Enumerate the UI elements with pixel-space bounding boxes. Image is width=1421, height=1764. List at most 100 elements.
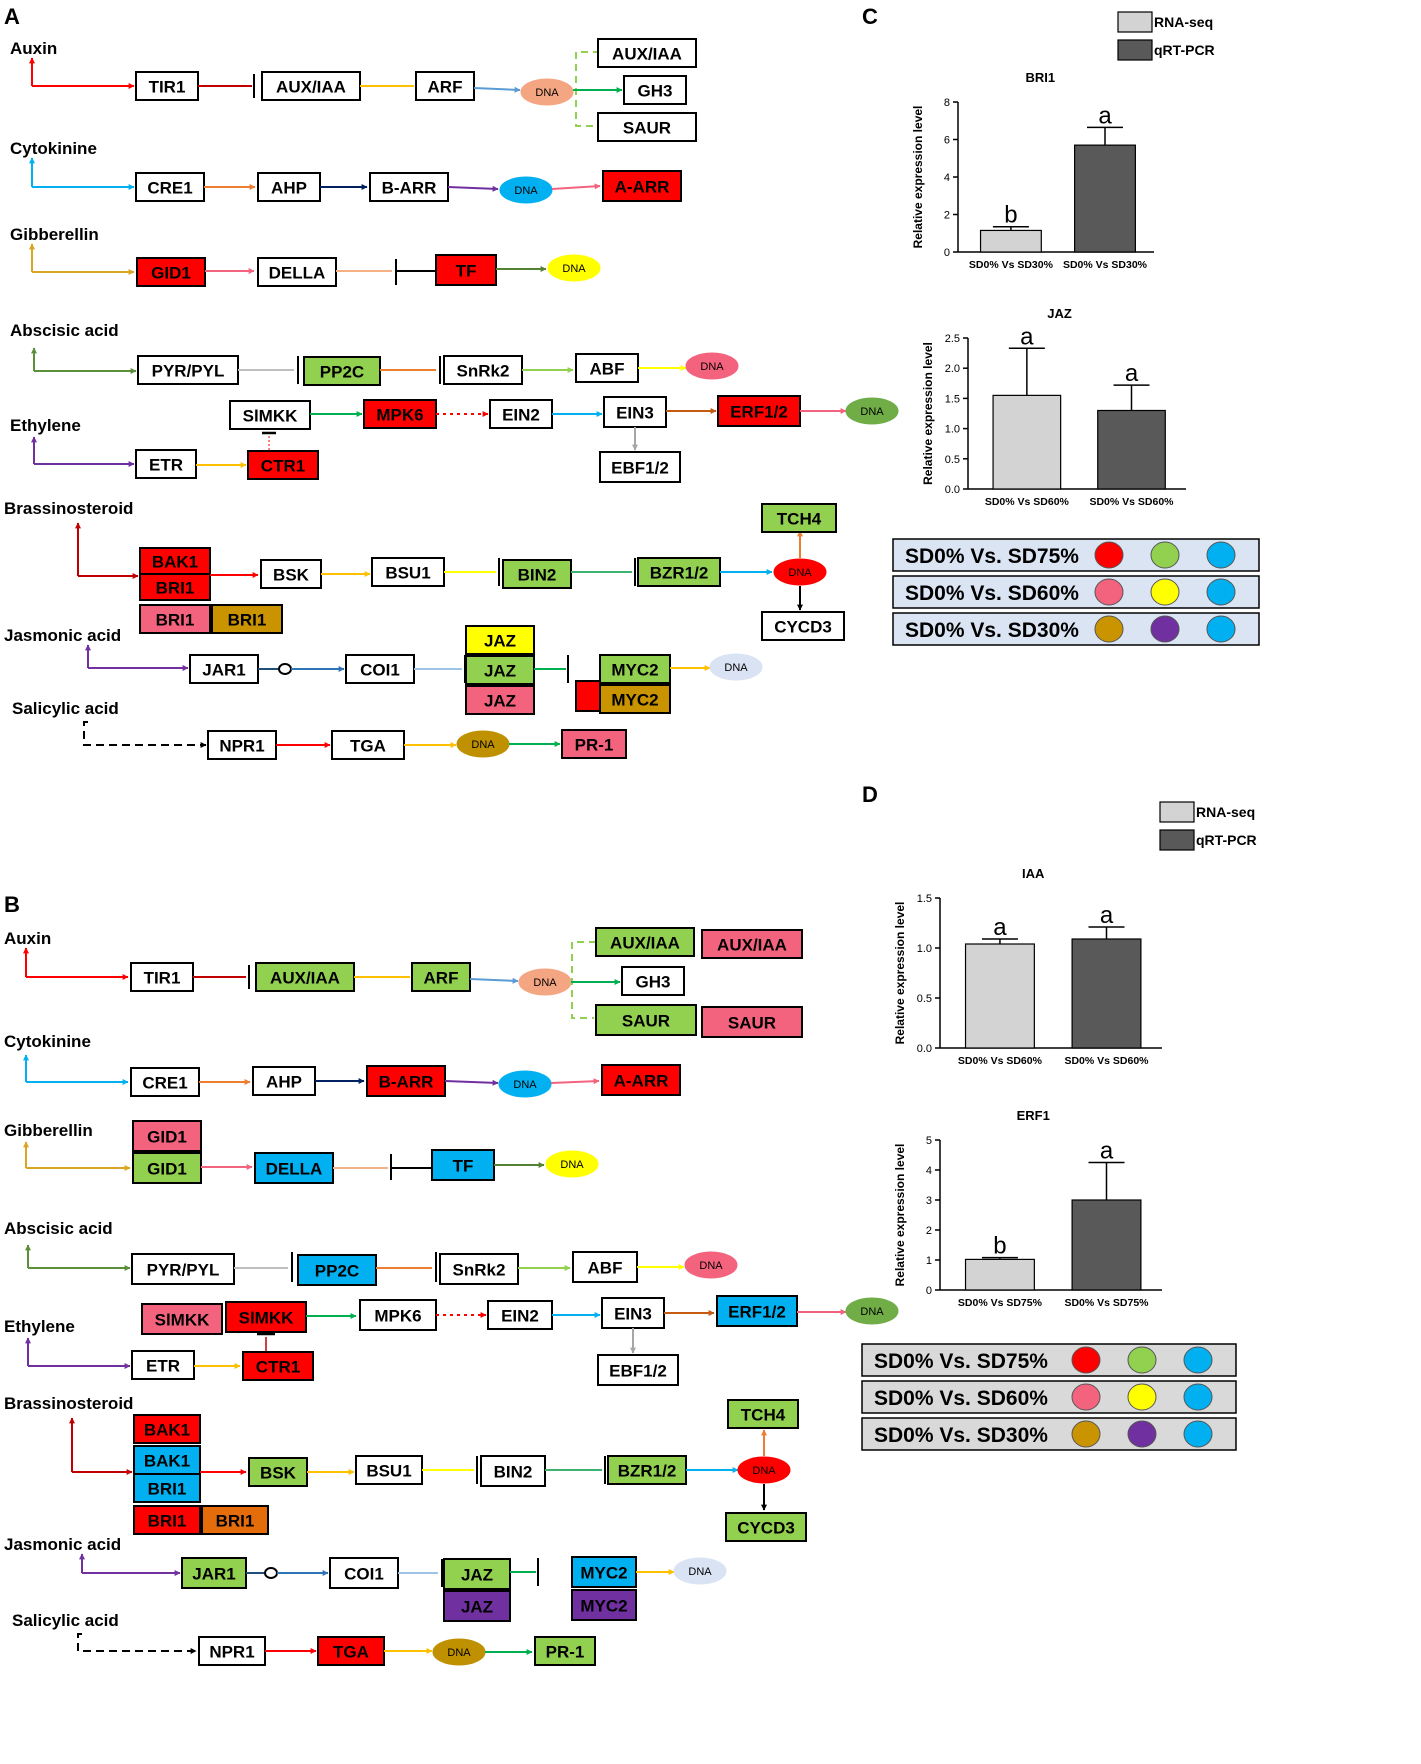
- connector: [469, 977, 519, 984]
- npr1-label: NPR1: [219, 737, 264, 756]
- bsk-box: [260, 559, 322, 589]
- ctr1-label: CTR1: [261, 457, 305, 476]
- chart-title: JAZ: [1047, 306, 1072, 321]
- abf-label: ABF: [588, 1259, 623, 1278]
- bsu1-label: BSU1: [366, 1462, 411, 1481]
- a-arr-label: A-ARR: [614, 1072, 669, 1091]
- b-arr-label: B-ARR: [382, 179, 437, 198]
- connector: [571, 941, 596, 1019]
- comparison-dot: [1183, 1383, 1213, 1411]
- a-arr-box: [601, 1064, 681, 1096]
- ein3-label: EIN3: [616, 404, 654, 423]
- pp2c-label: PP2C: [315, 1262, 359, 1281]
- significance-letter: a: [993, 914, 1007, 941]
- dna-label: DNA: [471, 739, 495, 751]
- saur-box: [597, 112, 697, 142]
- ahp-label: AHP: [271, 179, 307, 198]
- dna-label: DNA: [535, 87, 559, 99]
- dna-label: DNA: [700, 361, 724, 373]
- arf-label: ARF: [424, 969, 459, 988]
- dna-label: DNA: [562, 263, 586, 275]
- bar: [964, 943, 1035, 1049]
- hormone-label: Gibberellin: [10, 225, 99, 244]
- legend-label: RNA-seq: [1196, 804, 1255, 820]
- abf-label: ABF: [590, 360, 625, 379]
- hormone-label: Jasmonic acid: [4, 1535, 121, 1554]
- comparison-dot: [1150, 541, 1180, 569]
- jar1-box: [181, 1557, 247, 1589]
- significance-letter: a: [1100, 1138, 1114, 1165]
- comparison-label: SD0% Vs. SD75%: [874, 1350, 1048, 1373]
- comparison-dot: [1150, 615, 1180, 643]
- bar: [964, 1258, 1035, 1291]
- connector: [83, 721, 207, 748]
- saur-2-label: SAUR: [728, 1014, 776, 1033]
- cre1-label: CRE1: [147, 179, 192, 198]
- bar: [1071, 938, 1142, 1049]
- y-tick-label: 0.0: [917, 1043, 932, 1055]
- legend-swatch: [1159, 801, 1195, 823]
- erf-label: ERF1/2: [730, 403, 788, 422]
- tir1-label: TIR1: [149, 78, 186, 97]
- cycd3-box: [761, 611, 845, 641]
- dna-label: DNA: [724, 662, 748, 674]
- comparison-dot: [1127, 1383, 1157, 1411]
- aux-iaa-3-box: [701, 929, 803, 959]
- ein2-box: [489, 399, 553, 429]
- ebf-box: [599, 451, 681, 483]
- aux-iaa-label: AUX/IAA: [276, 78, 346, 97]
- legend-label: qRT-PCR: [1196, 832, 1257, 848]
- hormone-label: Ethylene: [10, 416, 81, 435]
- x-tick-label: SD0% Vs SD75%: [958, 1297, 1043, 1309]
- gh3-label: GH3: [638, 82, 673, 101]
- cycd3-box: [725, 1512, 807, 1542]
- jaz-green-label: JAZ: [461, 1566, 493, 1585]
- connector: [551, 183, 601, 190]
- panel-letter: A: [4, 4, 20, 29]
- connector: [77, 1633, 197, 1654]
- myc2-purple-box: [571, 1589, 637, 1621]
- comparison-row: [861, 1380, 1237, 1414]
- dna-label: DNA: [533, 977, 557, 989]
- saur-label: SAUR: [622, 1012, 670, 1031]
- hormone-label: Brassinosteroid: [4, 1394, 133, 1413]
- snrk2-label: SnRk2: [453, 1261, 506, 1280]
- gid1-pink-box: [132, 1120, 202, 1152]
- dna-label: DNA: [514, 185, 538, 197]
- x-tick-label: SD0% Vs SD60%: [1089, 496, 1174, 508]
- significance-letter: a: [1098, 102, 1112, 129]
- comparison-dot: [1071, 1420, 1101, 1448]
- bri1-orange-box: [201, 1505, 269, 1535]
- dna-node: [845, 1297, 899, 1325]
- dna-label: DNA: [860, 406, 884, 418]
- tga-label: TGA: [350, 737, 386, 756]
- pp2c-box: [303, 356, 381, 386]
- snrk2-label: SnRk2: [457, 362, 510, 381]
- dna-node: [673, 1557, 727, 1585]
- mpk6-label: MPK6: [376, 406, 423, 425]
- bak1-label: BAK1: [152, 553, 198, 572]
- comparison-dot: [1094, 541, 1124, 569]
- comparison-row: [861, 1417, 1237, 1451]
- bar: [1074, 144, 1136, 253]
- hormone-label: Cytokinine: [10, 139, 97, 158]
- tf-box: [431, 1149, 495, 1181]
- comparison-dot: [1183, 1346, 1213, 1374]
- comparison-dot: [1150, 578, 1180, 606]
- bsu1-box: [371, 557, 445, 587]
- gid1-green-box: [132, 1152, 202, 1184]
- erf-label: ERF1/2: [728, 1303, 786, 1322]
- bzr-label: BZR1/2: [650, 564, 709, 583]
- erf-box: [716, 1295, 798, 1327]
- ein2-label: EIN2: [502, 406, 540, 425]
- connector: [550, 1078, 600, 1085]
- gid1-green-label: GID1: [147, 1160, 187, 1179]
- simkk-red-box: [225, 1301, 307, 1333]
- bri1-gold-box: [211, 604, 283, 634]
- bri1-gold-label: BRI1: [228, 611, 267, 630]
- legend-swatch: [1159, 829, 1195, 851]
- y-tick-label: 4: [944, 172, 950, 184]
- comparison-dot: [1094, 578, 1124, 606]
- y-tick-label: 2.5: [945, 333, 960, 345]
